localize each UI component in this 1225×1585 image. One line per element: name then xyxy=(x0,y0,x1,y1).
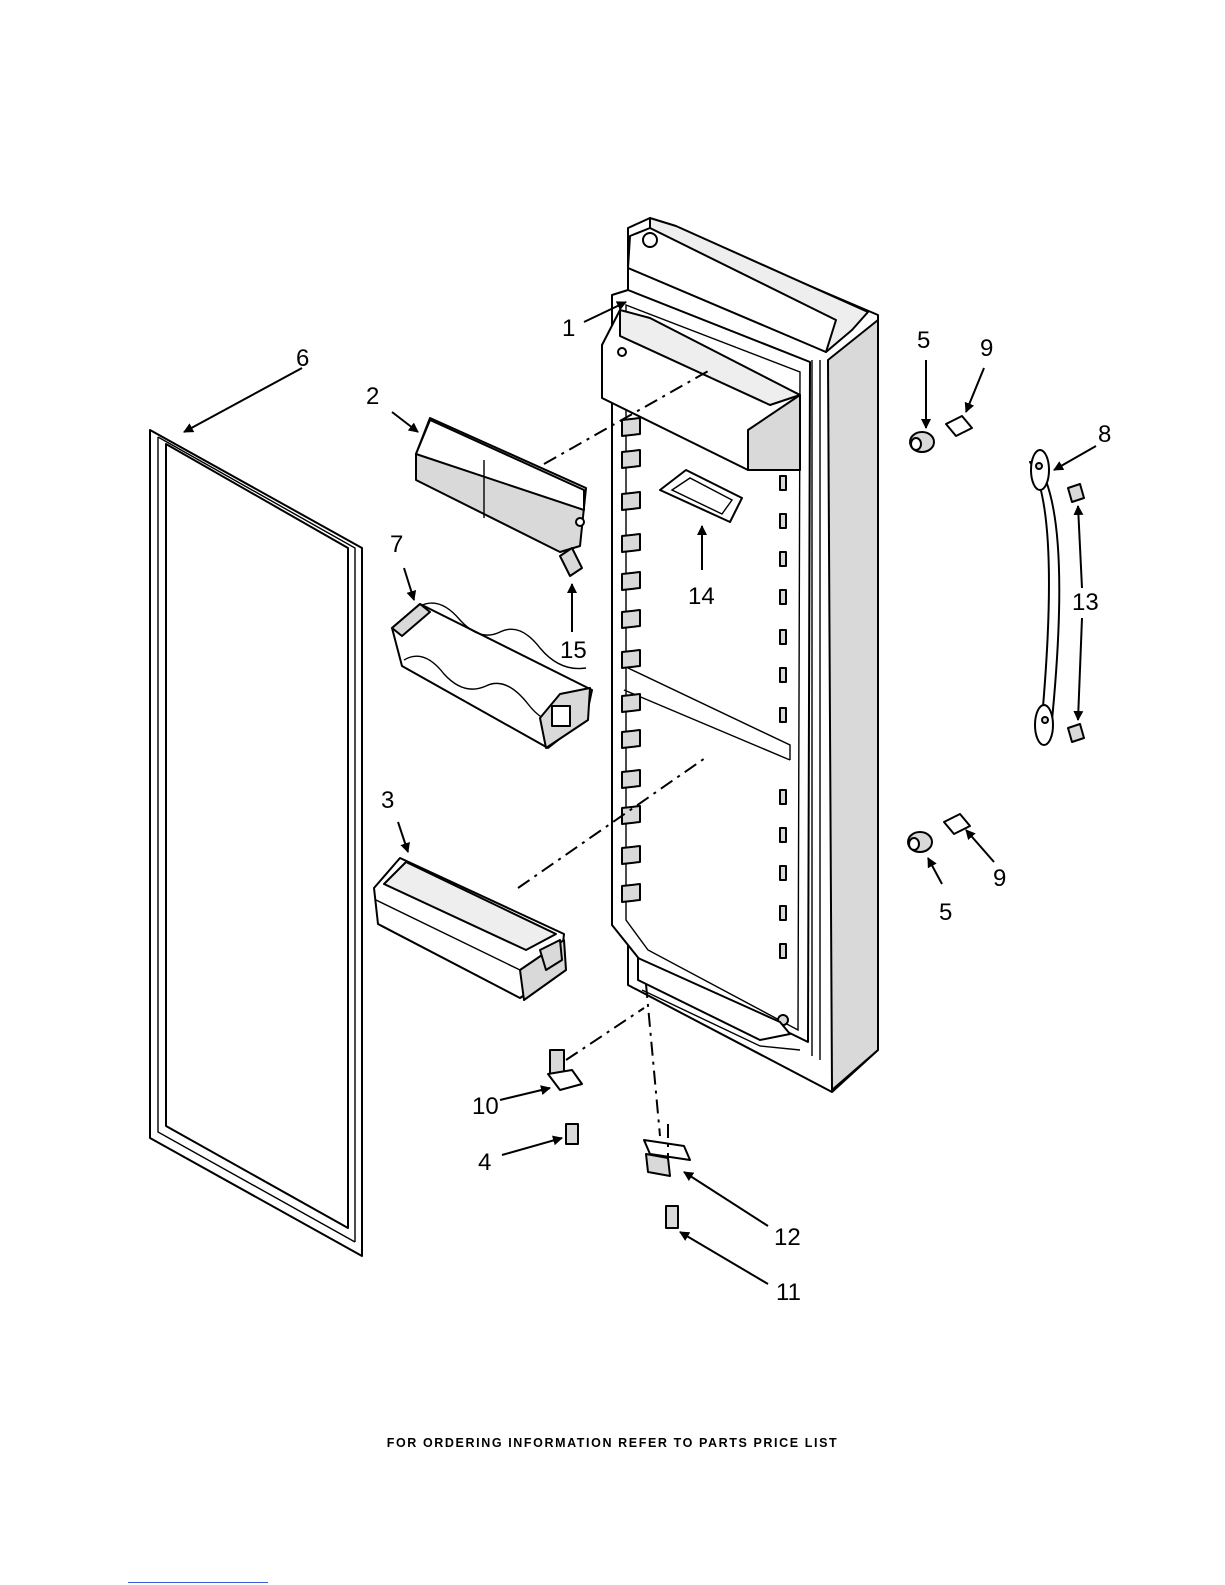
callout-3: 3 xyxy=(381,787,394,814)
handle-screw-bottom xyxy=(1068,724,1084,742)
callout-9-bottom: 9 xyxy=(993,865,1006,892)
ordering-footer-note: FOR ORDERING INFORMATION REFER TO PARTS … xyxy=(0,1436,1225,1450)
callout-6: 6 xyxy=(296,345,309,372)
bottom-rule-line xyxy=(128,1582,268,1583)
callout-7: 7 xyxy=(390,531,403,558)
spacer-bottom xyxy=(908,832,932,852)
egg-tray xyxy=(392,603,592,748)
callout-1: 1 xyxy=(562,315,575,342)
dairy-hinge-pin xyxy=(560,548,582,576)
callout-8: 8 xyxy=(1098,421,1111,448)
callout-2: 2 xyxy=(366,383,379,410)
spacer-top xyxy=(910,432,934,452)
callout-5-top: 5 xyxy=(917,327,930,354)
hinge-screw xyxy=(566,1124,578,1144)
door-bin xyxy=(374,858,566,1000)
door-handle xyxy=(1030,450,1059,745)
door-liner xyxy=(602,218,878,1092)
callout-10: 10 xyxy=(472,1093,499,1120)
lower-hinge-pin xyxy=(548,1050,582,1090)
screw-top xyxy=(946,416,972,436)
callout-9-top: 9 xyxy=(980,335,993,362)
callout-5-bottom: 5 xyxy=(939,899,952,926)
callout-12: 12 xyxy=(774,1224,801,1251)
callout-11: 11 xyxy=(776,1279,801,1306)
dairy-door xyxy=(416,418,586,552)
callout-15: 15 xyxy=(560,637,587,664)
callout-4: 4 xyxy=(478,1149,491,1176)
door-gasket xyxy=(150,430,362,1256)
handle-screw-top xyxy=(1068,484,1084,502)
callout-13: 13 xyxy=(1072,589,1099,616)
callout-14: 14 xyxy=(688,583,715,610)
bracket-screw xyxy=(666,1206,678,1228)
